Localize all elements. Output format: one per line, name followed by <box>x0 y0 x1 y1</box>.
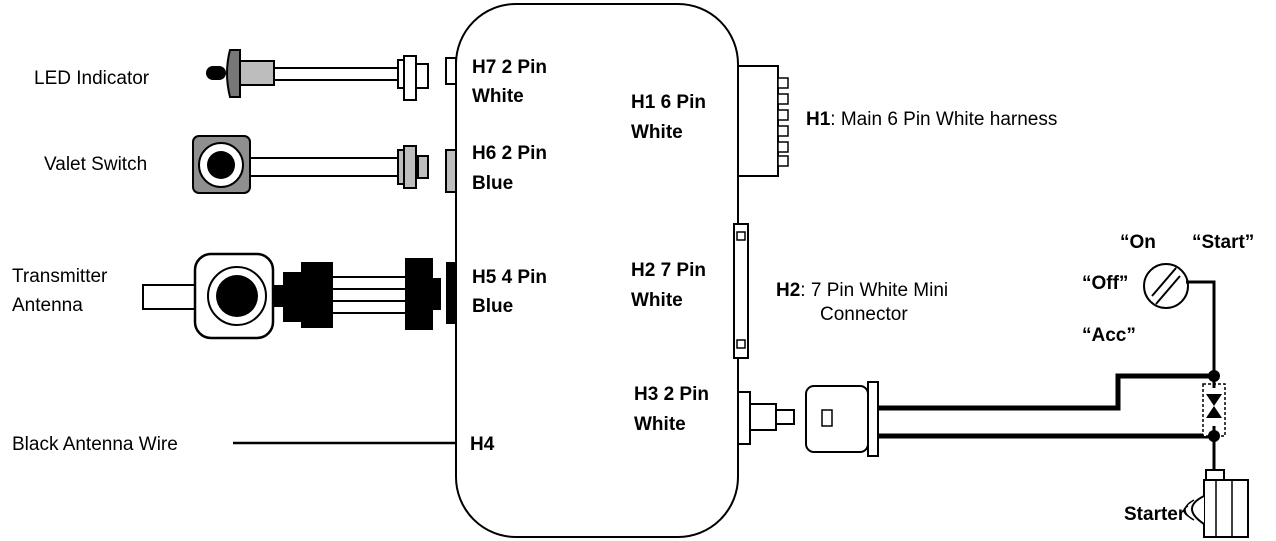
h3-port-label: H3 2 Pin <box>634 384 709 405</box>
transmitter-plug-left <box>273 262 333 328</box>
h7-port-color: White <box>472 86 524 107</box>
ignition-start-label: “Start” <box>1192 232 1254 253</box>
ignition-on-label: “On <box>1120 232 1156 253</box>
valet-switch-label: Valet Switch <box>44 154 147 175</box>
h1-harness-code: H1 <box>806 109 831 130</box>
led-harness-wire <box>274 67 398 81</box>
ignition-off-label: “Off” <box>1082 273 1128 294</box>
ignition-acc-label: “Acc” <box>1082 325 1136 346</box>
ignition-switch-icon <box>1143 263 1216 376</box>
starter-motor-icon <box>1183 436 1249 538</box>
h2-harness-desc: : 7 Pin White Mini <box>800 280 948 301</box>
h2-harness-note: H2: 7 Pin White Mini <box>776 280 948 301</box>
h7-connector-plug <box>397 55 457 101</box>
transmitter-label: Transmitter <box>12 266 108 287</box>
starter-label: Starter <box>1124 504 1186 525</box>
h2-port-color: White <box>631 290 683 311</box>
h6-connector-plug <box>397 145 457 193</box>
h1-harness-note: H1: Main 6 Pin White harness <box>806 109 1057 130</box>
h2-harness-desc-line2: Connector <box>820 304 908 325</box>
led-indicator-label: LED Indicator <box>34 68 150 89</box>
h5-port-color: Blue <box>472 296 513 317</box>
valet-harness-wire <box>250 157 398 177</box>
h1-port-label: H1 6 Pin <box>631 92 706 113</box>
h2-connector <box>733 223 749 359</box>
h1-port-color: White <box>631 122 683 143</box>
led-indicator-icon <box>206 49 275 98</box>
h5-port-label: H5 4 Pin <box>472 267 547 288</box>
starter-cut-point <box>1202 370 1226 442</box>
h7-port-label: H7 2 Pin <box>472 57 547 78</box>
antenna-label: Antenna <box>12 295 83 316</box>
h6-port-label: H6 2 Pin <box>472 143 547 164</box>
h2-harness-code: H2 <box>776 280 800 301</box>
valet-switch-icon <box>192 135 251 194</box>
h2-port-label: H2 7 Pin <box>631 260 706 281</box>
h3-port-color: White <box>634 414 686 435</box>
black-antenna-wire-label: Black Antenna Wire <box>12 434 178 455</box>
h4-port-label: H4 <box>470 434 495 455</box>
transmitter-antenna-icon <box>142 252 275 340</box>
h1-harness-desc: : Main 6 Pin White harness <box>830 109 1057 130</box>
h1-connector <box>737 65 789 177</box>
transmitter-harness-wire <box>333 276 405 314</box>
h6-port-color: Blue <box>472 173 513 194</box>
h5-connector-plug <box>405 258 456 330</box>
starter-harness-wires <box>878 373 1214 439</box>
h3-connector <box>737 391 795 445</box>
starter-harness-plug <box>805 381 879 457</box>
